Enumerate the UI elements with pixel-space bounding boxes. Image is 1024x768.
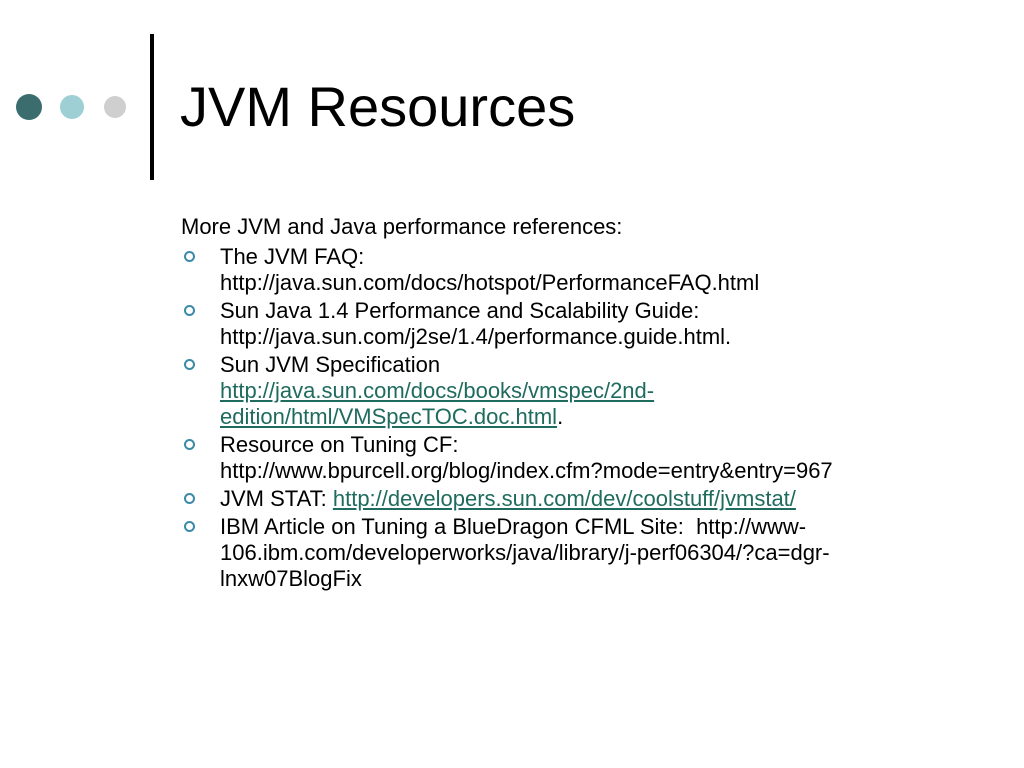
dot-light-icon <box>104 96 126 118</box>
slide-title: JVM Resources <box>180 75 576 138</box>
title-divider <box>150 34 154 180</box>
bullet-ring-icon <box>184 439 195 450</box>
list-item: Resource on Tuning CF: http://www.bpurce… <box>181 432 951 484</box>
list-item: IBM Article on Tuning a BlueDragon CFML … <box>181 514 951 592</box>
intro-text: More JVM and Java performance references… <box>181 214 623 239</box>
item-label: Sun JVM Specification <box>220 352 441 377</box>
item-line: JVM STAT: http://developers.sun.com/dev/… <box>220 486 951 512</box>
bullet-ring-icon <box>184 493 195 504</box>
vmspec-link-part2[interactable]: edition/html/VMSpecTOC.doc.html <box>220 404 558 429</box>
dot-mid-icon <box>60 95 84 119</box>
item-url: 106.ibm.com/developerworks/java/library/… <box>220 540 830 565</box>
bullet-ring-icon <box>184 521 195 532</box>
reference-list: The JVM FAQ: http://java.sun.com/docs/ho… <box>181 244 951 592</box>
item-label: Sun Java 1.4 Performance and Scalability… <box>220 298 700 323</box>
bullet-ring-icon <box>184 251 195 262</box>
list-item: Sun JVM Specification http://java.sun.co… <box>181 352 951 430</box>
list-item: JVM STAT: http://developers.sun.com/dev/… <box>181 486 951 512</box>
bullet-ring-icon <box>184 359 195 370</box>
item-url: http://java.sun.com/j2se/1.4/performance… <box>220 324 732 349</box>
decorative-dots <box>0 0 140 140</box>
item-link-line: edition/html/VMSpecTOC.doc.html. <box>220 404 951 430</box>
vmspec-link-part1[interactable]: http://java.sun.com/docs/books/vmspec/2n… <box>220 378 655 403</box>
item-url: http://www.bpurcell.org/blog/index.cfm?m… <box>220 458 833 483</box>
item-label: The JVM FAQ: <box>220 244 365 269</box>
item-label: JVM STAT: <box>220 486 333 511</box>
slide-body: More JVM and Java performance references… <box>181 214 951 594</box>
bullet-ring-icon <box>184 305 195 316</box>
list-item: The JVM FAQ: http://java.sun.com/docs/ho… <box>181 244 951 296</box>
jvmstat-link[interactable]: http://developers.sun.com/dev/coolstuff/… <box>332 486 796 511</box>
list-item: Sun Java 1.4 Performance and Scalability… <box>181 298 951 350</box>
item-label: Resource on Tuning CF: <box>220 432 459 457</box>
item-url: lnxw07BlogFix <box>220 566 362 591</box>
item-url: http://java.sun.com/docs/hotspot/Perform… <box>220 270 760 295</box>
trailing-period: . <box>557 404 564 429</box>
dot-dark-icon <box>16 94 42 120</box>
item-label: IBM Article on Tuning a BlueDragon CFML … <box>220 514 807 539</box>
item-link-line: http://java.sun.com/docs/books/vmspec/2n… <box>220 378 951 404</box>
